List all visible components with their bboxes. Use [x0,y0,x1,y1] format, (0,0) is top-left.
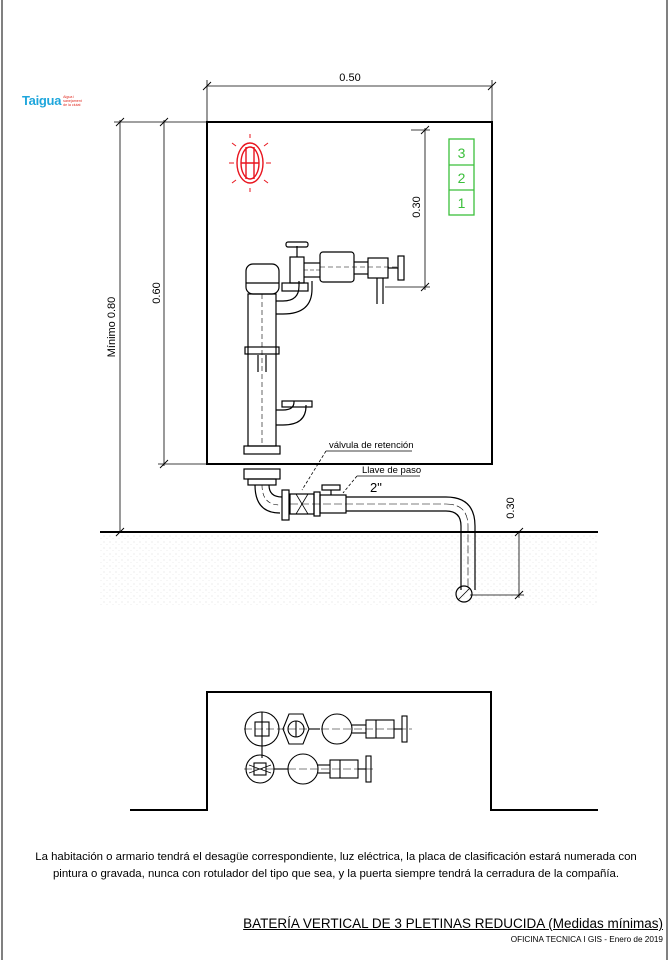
light-fixture-icon [229,134,271,192]
dim-upper-offset: 0.30 [385,125,430,292]
ground-soil [100,533,598,605]
check-valve-callout: válvula de retención [301,440,414,491]
dim-width: 0.50 [202,72,497,122]
cabinet [206,121,493,465]
drawing-subtitle: OFICINA TECNICA I GIS - Enero de 2019 [510,935,663,944]
company-logo: Taigua Aigua i sanejament de la ciutat [22,93,85,108]
upper-outlet [276,241,320,315]
inlet-pipe [243,468,476,603]
dim-width-label: 0.50 [339,72,360,84]
battery-column [240,263,284,465]
check-valve-label: válvula de retención [329,440,414,451]
plan-row-lower [244,753,375,785]
plate-number: 1 [458,195,466,211]
plate-number: 3 [458,145,466,161]
classification-plate: 3 2 1 [448,138,475,216]
dim-depth: 0.30 [470,497,524,600]
dim-total-height-label: Mínimo 0.80 [106,297,118,358]
logo-wordmark: Taigua [22,93,62,108]
pipe-size-label: 2" [370,480,382,495]
stop-valve-callout: Llave de paso 2" [342,465,421,495]
stop-valve-label: Llave de paso [362,465,421,476]
drawing-title: BATERÍA VERTICAL DE 3 PLETINAS REDUCIDA … [243,916,663,931]
plan-view [130,691,598,811]
dim-total-height: Mínimo 0.80 [106,117,207,537]
meter-icon [319,251,405,304]
logo-tagline: Aigua i sanejament de la ciutat [63,94,82,107]
dim-inner-height: 0.60 [151,117,207,469]
plate-number: 2 [458,170,466,186]
dim-inner-height-label: 0.60 [151,282,163,303]
lower-outlet [276,400,313,426]
explanatory-note: La habitación o armario tendrá el desagü… [35,851,637,880]
dim-depth-label: 0.30 [505,497,517,518]
dim-upper-offset-label: 0.30 [411,196,423,217]
plan-row-upper [244,711,412,758]
